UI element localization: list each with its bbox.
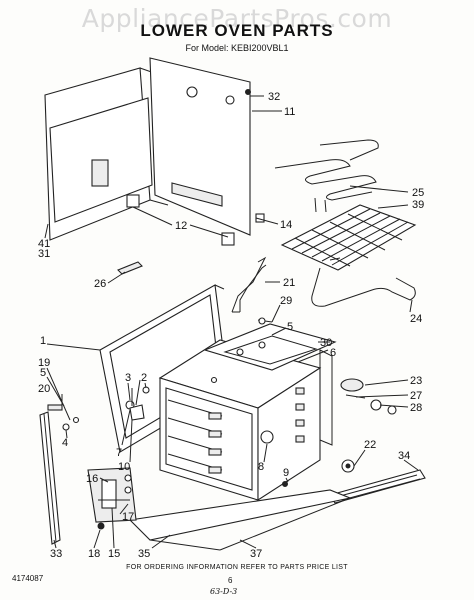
callout-7: 7 bbox=[116, 447, 122, 459]
bracket-26 bbox=[117, 261, 143, 275]
callout-15: 15 bbox=[108, 548, 120, 560]
site-watermark: AppliancePartsPros.com bbox=[81, 4, 393, 33]
callout-22: 22 bbox=[364, 439, 376, 451]
callout-26: 26 bbox=[94, 278, 106, 290]
callout-30: 30 bbox=[320, 337, 332, 349]
callout-2: 2 bbox=[141, 372, 147, 384]
oven-cavity bbox=[158, 339, 322, 502]
broil-element bbox=[274, 139, 379, 213]
callout-labels: 32 11 25 39 14 12 41 31 26 21 29 24 5 30… bbox=[38, 91, 424, 560]
callout-3: 3 bbox=[125, 372, 131, 384]
callout-1: 1 bbox=[40, 335, 46, 347]
bottom-tray bbox=[128, 489, 352, 551]
sensor bbox=[257, 317, 273, 325]
rear-panel bbox=[44, 67, 169, 241]
callout-34: 34 bbox=[398, 450, 410, 462]
callout-11: 11 bbox=[284, 106, 295, 118]
callout-37: 37 bbox=[250, 548, 262, 560]
leader-lines bbox=[44, 95, 419, 549]
callout-31: 31 bbox=[38, 248, 50, 260]
callout-12: 12 bbox=[175, 220, 187, 232]
callout-6: 6 bbox=[330, 347, 336, 359]
bake-element bbox=[311, 257, 416, 307]
callout-19: 19 bbox=[38, 357, 50, 369]
right-side-parts bbox=[340, 378, 397, 473]
callout-10: 10 bbox=[118, 461, 130, 473]
callout-18: 18 bbox=[88, 548, 100, 560]
callout-23: 23 bbox=[410, 375, 422, 387]
insulation-panel bbox=[126, 57, 265, 246]
callout-25: 25 bbox=[412, 187, 424, 199]
callout-21: 21 bbox=[283, 277, 295, 289]
callout-39: 39 bbox=[412, 199, 424, 211]
callout-27: 27 bbox=[410, 390, 422, 402]
callout-4: 4 bbox=[62, 437, 68, 449]
document-number: 4174087 bbox=[12, 574, 44, 583]
callout-33: 33 bbox=[50, 548, 62, 560]
callout-41: 41 bbox=[38, 238, 50, 250]
model-number: For Model: KEBI200VBL1 bbox=[185, 43, 289, 53]
callout-9: 9 bbox=[283, 467, 289, 479]
oven-rack bbox=[280, 204, 417, 271]
handwritten-mark: 63-D-3 bbox=[210, 587, 238, 596]
diagram-title: LOWER OVEN PARTS bbox=[140, 21, 334, 40]
callout-5: 5 bbox=[287, 321, 293, 333]
callout-32: 32 bbox=[268, 91, 280, 103]
callout-28: 28 bbox=[410, 402, 422, 414]
left-side-parts bbox=[39, 379, 145, 545]
cavity-wrap bbox=[203, 323, 337, 446]
callout-5b: 5 bbox=[40, 367, 46, 379]
callout-20: 20 bbox=[38, 383, 50, 395]
callout-16: 16 bbox=[86, 473, 98, 485]
ordering-info-footer: FOR ORDERING INFORMATION REFER TO PARTS … bbox=[126, 564, 348, 571]
callout-35: 35 bbox=[138, 548, 150, 560]
callout-17: 17 bbox=[122, 511, 134, 523]
vent-tube bbox=[231, 256, 267, 313]
callout-14: 14 bbox=[280, 219, 292, 231]
callout-8: 8 bbox=[258, 461, 264, 473]
callout-24: 24 bbox=[410, 313, 422, 325]
callout-29: 29 bbox=[280, 295, 292, 307]
page-number: 6 bbox=[228, 576, 233, 585]
